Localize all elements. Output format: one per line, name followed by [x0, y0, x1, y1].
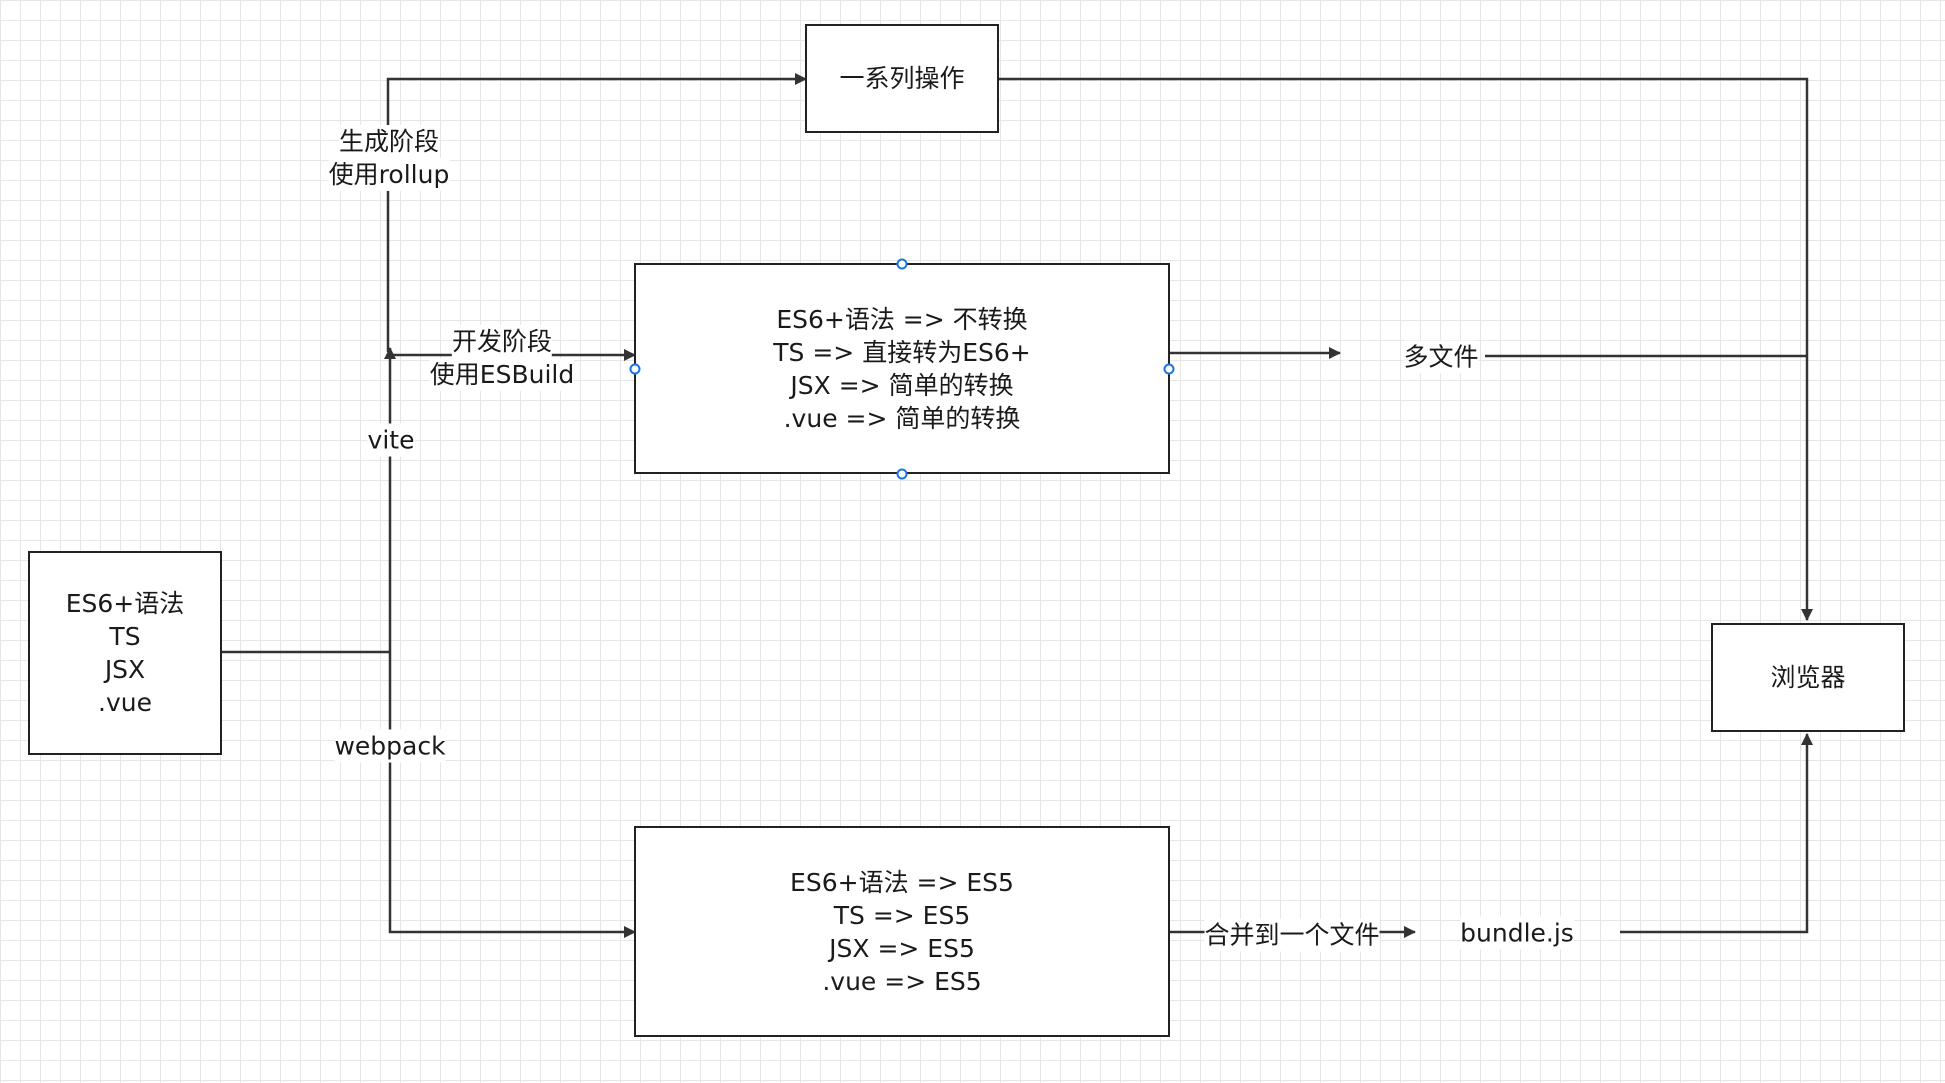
label-build-phase-line2: 使用rollup	[328, 158, 450, 191]
label-vite: vite	[367, 423, 415, 457]
label-multi-file: 多文件	[1403, 340, 1479, 374]
webpack-node-line: TS => ES5	[833, 900, 971, 930]
source-node-line: .vue	[98, 688, 152, 717]
edge-trunk-webpack	[388, 652, 636, 938]
label-bundle-text: bundle.js	[1460, 916, 1574, 950]
browser-node-line: 浏览器	[1770, 663, 1846, 692]
edge-ops-to-browser	[998, 77, 1813, 621]
label-webpack: webpack	[334, 729, 446, 763]
esbuild-node-line: JSX => 简单的转换	[790, 370, 1014, 400]
label-build-phase-line1: 生成阶段	[338, 125, 440, 158]
ops-node-line: 一系列操作	[839, 64, 965, 93]
label-dev-phase-line1: 开发阶段	[451, 325, 553, 358]
connection-handle-top[interactable]	[896, 258, 908, 270]
browser-node[interactable]: 浏览器	[1711, 623, 1905, 732]
label-dev-phase-line2: 使用ESBuild	[429, 358, 575, 391]
esbuild-node-line: ES6+语法 => 不转换	[776, 304, 1028, 334]
source-node[interactable]: ES6+语法 TS JSX .vue	[28, 551, 222, 755]
connection-handle-right[interactable]	[1163, 363, 1175, 375]
label-dev-phase: 开发阶段 使用ESBuild	[429, 325, 575, 391]
label-bundle: bundle.js	[1460, 916, 1574, 950]
webpack-node-line: .vue => ES5	[822, 966, 982, 996]
connection-handle-left[interactable]	[629, 363, 641, 375]
label-merge: 合并到一个文件	[1204, 918, 1380, 952]
label-webpack-text: webpack	[334, 729, 446, 763]
esbuild-node-line: TS => 直接转为ES6+	[773, 337, 1031, 367]
source-node-line: TS	[109, 622, 141, 651]
webpack-node-line: JSX => ES5	[829, 933, 975, 963]
edge-bundle-to-browser	[1620, 733, 1813, 934]
source-node-line: JSX	[104, 655, 146, 684]
connection-handle-bottom[interactable]	[896, 468, 908, 480]
source-node-line: ES6+语法	[65, 589, 185, 618]
label-build-phase: 生成阶段 使用rollup	[328, 125, 450, 191]
label-vite-text: vite	[367, 423, 415, 457]
label-merge-text: 合并到一个文件	[1204, 918, 1380, 952]
edge-build-rollup	[386, 73, 807, 352]
webpack-node-line: ES6+语法 => ES5	[790, 867, 1014, 897]
label-multi-file-text: 多文件	[1403, 340, 1479, 374]
ops-node[interactable]: 一系列操作	[805, 24, 999, 133]
esbuild-node-line: .vue => 简单的转换	[783, 403, 1021, 433]
